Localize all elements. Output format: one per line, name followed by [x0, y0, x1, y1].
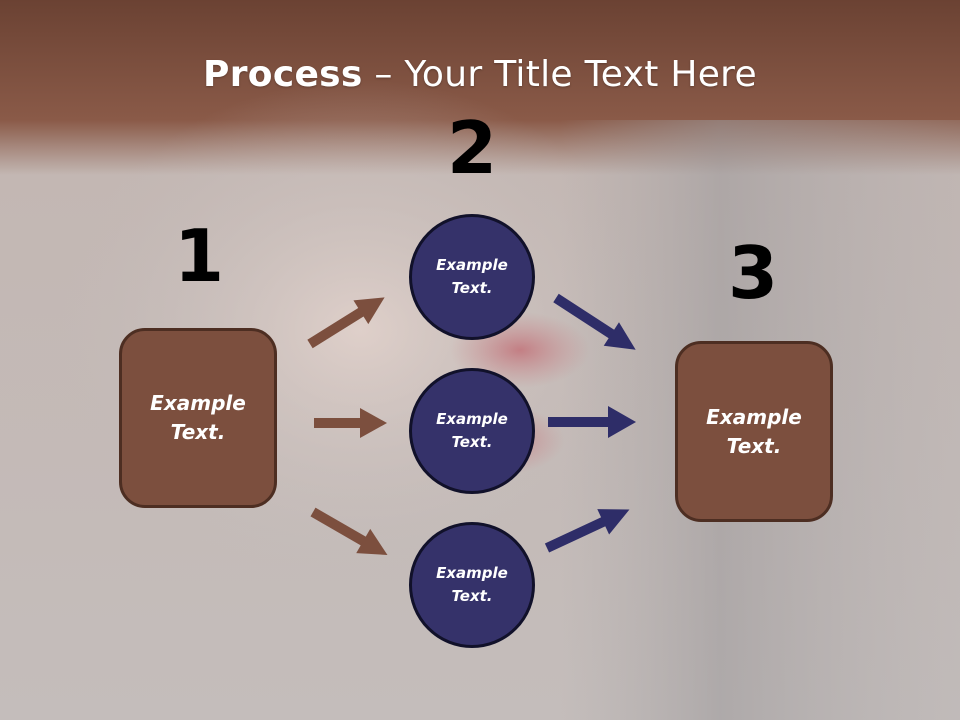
- step-number-1: 1: [173, 214, 225, 298]
- arrow-to-bottom-circle: [310, 507, 388, 555]
- step-1-box: Example Text.: [119, 328, 277, 508]
- step-3-box: Example Text.: [675, 341, 833, 522]
- arrow-from-middle-circle: [548, 406, 636, 438]
- step-2-circle-middle: Example Text.: [409, 368, 535, 494]
- arrow-to-top-circle: [307, 297, 385, 349]
- slide-title: Process – Your Title Text Here: [0, 52, 960, 98]
- title-bold: Process: [203, 54, 363, 95]
- step-number-2: 2: [446, 106, 498, 190]
- step-number-3: 3: [727, 231, 779, 315]
- arrow-from-top-circle: [553, 293, 636, 350]
- title-rest: – Your Title Text Here: [362, 54, 757, 95]
- step-2-circle-top: Example Text.: [409, 214, 535, 340]
- step-2-circle-bottom: Example Text.: [409, 522, 535, 648]
- arrow-to-middle-circle: [314, 408, 387, 438]
- arrow-from-bottom-circle: [544, 509, 630, 553]
